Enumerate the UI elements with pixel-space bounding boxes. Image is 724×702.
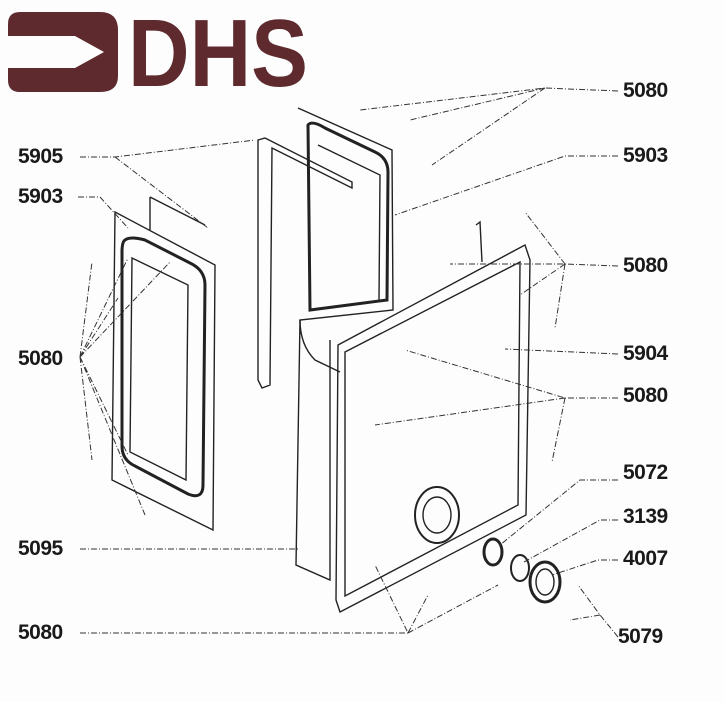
leader-lines	[78, 87, 619, 638]
label-5080: 5080	[18, 621, 63, 644]
label-5079: 5079	[618, 625, 663, 648]
label-5080: 5080	[18, 347, 63, 370]
logo-text: DHS	[128, 0, 308, 107]
dhs-logo: DHS	[8, 0, 308, 107]
label-5905: 5905	[18, 145, 63, 168]
label-5903: 5903	[623, 144, 668, 167]
label-5080: 5080	[623, 254, 668, 277]
label-5080: 5080	[623, 384, 668, 407]
left-door-frame	[111, 210, 216, 532]
label-4007: 4007	[623, 547, 668, 570]
label-5904: 5904	[623, 342, 668, 365]
label-5072: 5072	[623, 461, 668, 484]
label-5903: 5903	[18, 185, 63, 208]
label-5095: 5095	[18, 537, 63, 560]
parts	[111, 107, 562, 614]
label-5080: 5080	[623, 79, 668, 102]
label-3139: 3139	[623, 505, 668, 528]
